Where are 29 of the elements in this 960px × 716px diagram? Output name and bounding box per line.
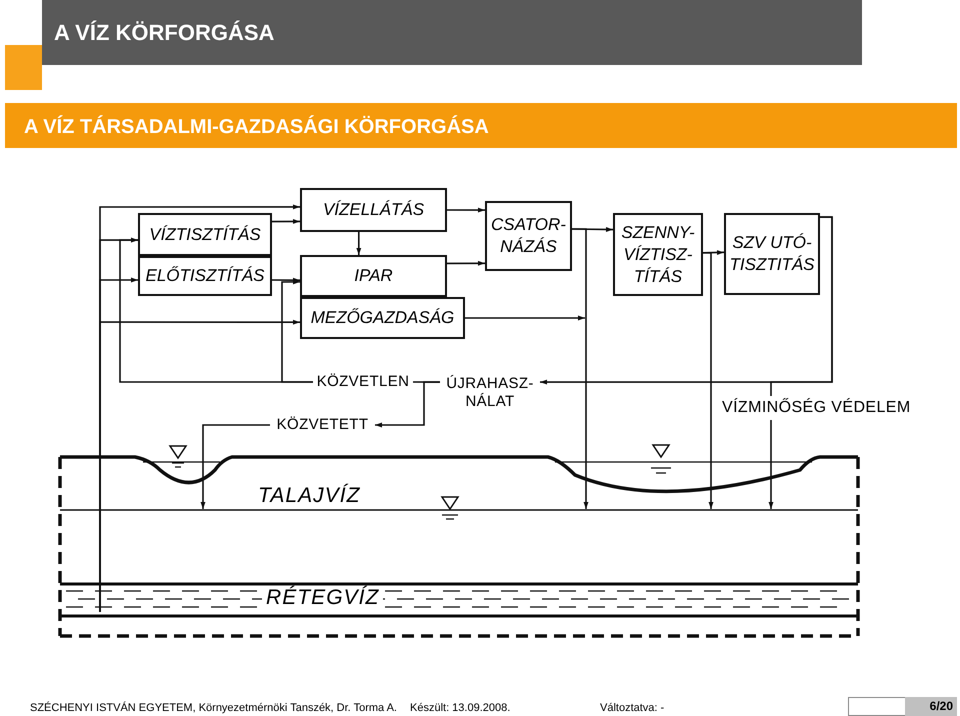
page-title: A VÍZ KÖRFORGÁSA — [54, 19, 274, 47]
layer-label: RÉTEGVÍZ — [262, 586, 384, 610]
flow-arrow — [465, 316, 585, 320]
flow-arrow — [356, 232, 362, 255]
flow-arrow — [200, 424, 270, 509]
process-box: VÍZELLÁTÁS — [300, 188, 447, 232]
process-box: MEZŐGAZDASÁG — [300, 297, 465, 339]
flow-arrow — [447, 260, 485, 266]
flow-arrow — [702, 252, 714, 509]
flow-arrow — [272, 219, 300, 224]
footer-text: Változtatva: - — [600, 701, 664, 716]
process-box: SZV UTÓ- TISZTITÁS — [724, 213, 820, 295]
flow-arrow — [281, 279, 313, 383]
footer-text: Készült: 13.09.2008. — [410, 701, 510, 716]
process-box: VÍZTISZTÍTÁS — [138, 213, 272, 256]
layer-label: TALAJVÍZ — [258, 482, 361, 509]
flow-arrow — [272, 278, 300, 283]
footer-text: SZÉCHENYI ISTVÁN EGYETEM, Környezetmérnöki Tanszék, Dr. Torma A. — [30, 700, 397, 716]
subtitle: A VÍZ TÁRSADALMI-GAZDASÁGI KÖRFORGÁSA — [24, 114, 489, 140]
process-box: CSATOR- NÁZÁS — [485, 201, 572, 271]
process-box: IPAR — [300, 255, 447, 297]
flow-label: VÍZMINŐSÉG VÉDELEM — [722, 396, 911, 420]
page-number: 6/20 — [905, 697, 957, 716]
flow-arrow — [768, 216, 833, 509]
flow-arrow — [375, 381, 440, 428]
flow-arrow — [572, 228, 588, 509]
flow-arrow — [447, 208, 485, 213]
process-box: ELŐTISZTÍTÁS — [138, 256, 272, 296]
process-box: SZENNY- VÍZTISZ- TÍTÁS — [613, 213, 703, 296]
